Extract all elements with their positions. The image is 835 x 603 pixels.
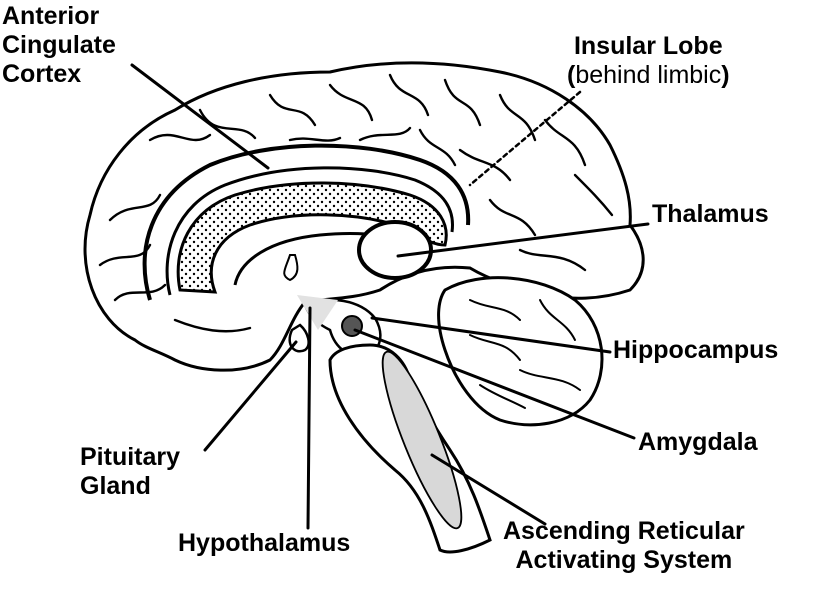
hypothalamus-shape <box>297 295 338 330</box>
label-ascending-reticular-activating-system: Ascending Reticular Activating System <box>503 517 745 575</box>
leader-anterior-cingulate <box>130 63 270 170</box>
label-pituitary-line1: Pituitary <box>80 443 181 471</box>
corpus-callosum-stippled <box>176 181 448 294</box>
label-aras-line1: Ascending Reticular <box>503 517 745 545</box>
label-anterior-line1: Anterior <box>2 2 100 30</box>
leader-insular-lobe <box>468 90 582 187</box>
label-anterior-cingulate-cortex: Anterior Cingulate Cortex <box>2 2 116 89</box>
reticular-system-shape <box>381 350 463 530</box>
label-hypothalamus: Hypothalamus <box>178 529 351 557</box>
label-hippocampus: Hippocampus <box>613 336 779 364</box>
label-amygdala: Amygdala <box>638 428 758 456</box>
cingulate-gyrus <box>142 143 471 301</box>
third-ventricle <box>283 254 299 282</box>
leader-amygdala <box>353 328 636 440</box>
label-anterior-line3: Cortex <box>2 60 82 88</box>
leader-hypothalamus <box>306 306 312 530</box>
cerebellum <box>437 276 604 427</box>
label-insular-line1: Insular Lobe <box>573 32 723 60</box>
label-anterior-line2: Cingulate <box>2 31 116 59</box>
label-insular-note: behind limbic <box>575 61 722 89</box>
label-insular-lobe: Insular Lobe (behind limbic) <box>567 32 730 90</box>
cerebellum-folds <box>469 299 581 409</box>
label-aras-line2: Activating System <box>515 546 733 574</box>
cingulate-inner <box>165 166 455 296</box>
label-insular-line2: (behind limbic) <box>567 61 730 90</box>
thalamus-shape <box>357 220 433 280</box>
label-pituitary-gland: Pituitary Gland <box>80 443 180 501</box>
gyri-lines <box>98 73 614 333</box>
leader-lines <box>130 63 650 530</box>
leader-aras <box>430 453 547 526</box>
label-pituitary-line2: Gland <box>80 472 151 500</box>
leader-pituitary <box>203 340 298 452</box>
leader-hippocampus <box>370 316 612 354</box>
leader-thalamus <box>396 222 650 258</box>
open-paren: ( <box>567 61 576 89</box>
close-paren: ) <box>721 61 730 89</box>
label-thalamus: Thalamus <box>652 200 769 228</box>
